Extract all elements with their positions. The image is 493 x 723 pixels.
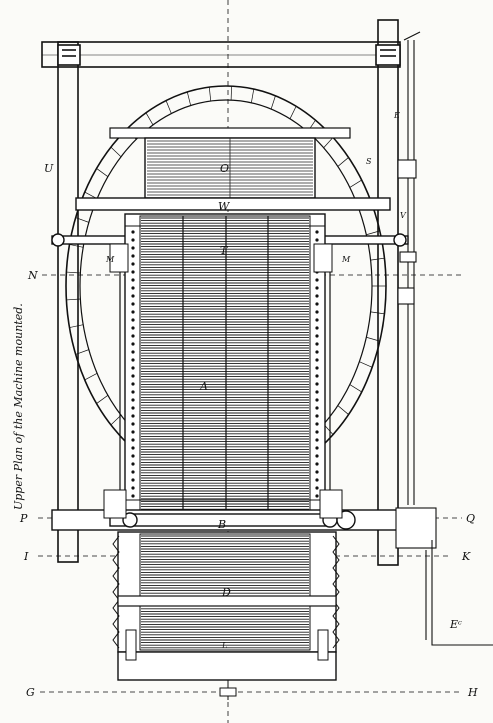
right-post <box>377 19 399 566</box>
left-post <box>57 41 79 563</box>
section-label-i: I <box>23 550 29 563</box>
part-label-m-right: M <box>341 255 351 264</box>
section-label-h: H <box>467 686 478 699</box>
section-label-q: Q <box>466 512 475 525</box>
main-belt <box>124 213 326 515</box>
part-label-d: D <box>221 586 231 599</box>
lower-belt <box>112 531 340 700</box>
left-post-block <box>57 44 81 66</box>
part-label-o: O <box>220 162 229 175</box>
side-rods <box>119 250 331 530</box>
part-label-v: V <box>400 211 407 220</box>
part-labels: A B D W T O U M M S E L V Eᶜ <box>44 111 462 650</box>
plate-caption: Upper Plan of the Machine mounted. <box>12 303 25 510</box>
section-label-p: P <box>19 512 28 525</box>
part-label-b: B <box>217 518 226 531</box>
part-label-s: S <box>366 157 372 166</box>
belt-fittings <box>103 243 343 519</box>
part-label-l: L <box>221 641 227 650</box>
part-label-e: E <box>393 111 400 120</box>
large-oval-wheel <box>65 85 387 487</box>
right-post-block <box>375 44 401 66</box>
upper-drum <box>109 127 351 199</box>
part-label-m-left: M <box>105 255 115 264</box>
section-label-k: K <box>461 550 471 563</box>
section-label-g: G <box>26 686 35 699</box>
part-label-w: W <box>218 200 231 213</box>
part-label-a: A <box>199 380 208 393</box>
section-label-n: N <box>27 269 38 282</box>
part-label-u: U <box>44 162 54 175</box>
part-label-ec: Eᶜ <box>449 618 462 631</box>
top-crossbeam <box>41 41 401 68</box>
right-crank-mechanism <box>395 31 493 646</box>
section-labels: N P Q I K G H <box>19 269 478 699</box>
part-label-t: T <box>220 244 229 257</box>
